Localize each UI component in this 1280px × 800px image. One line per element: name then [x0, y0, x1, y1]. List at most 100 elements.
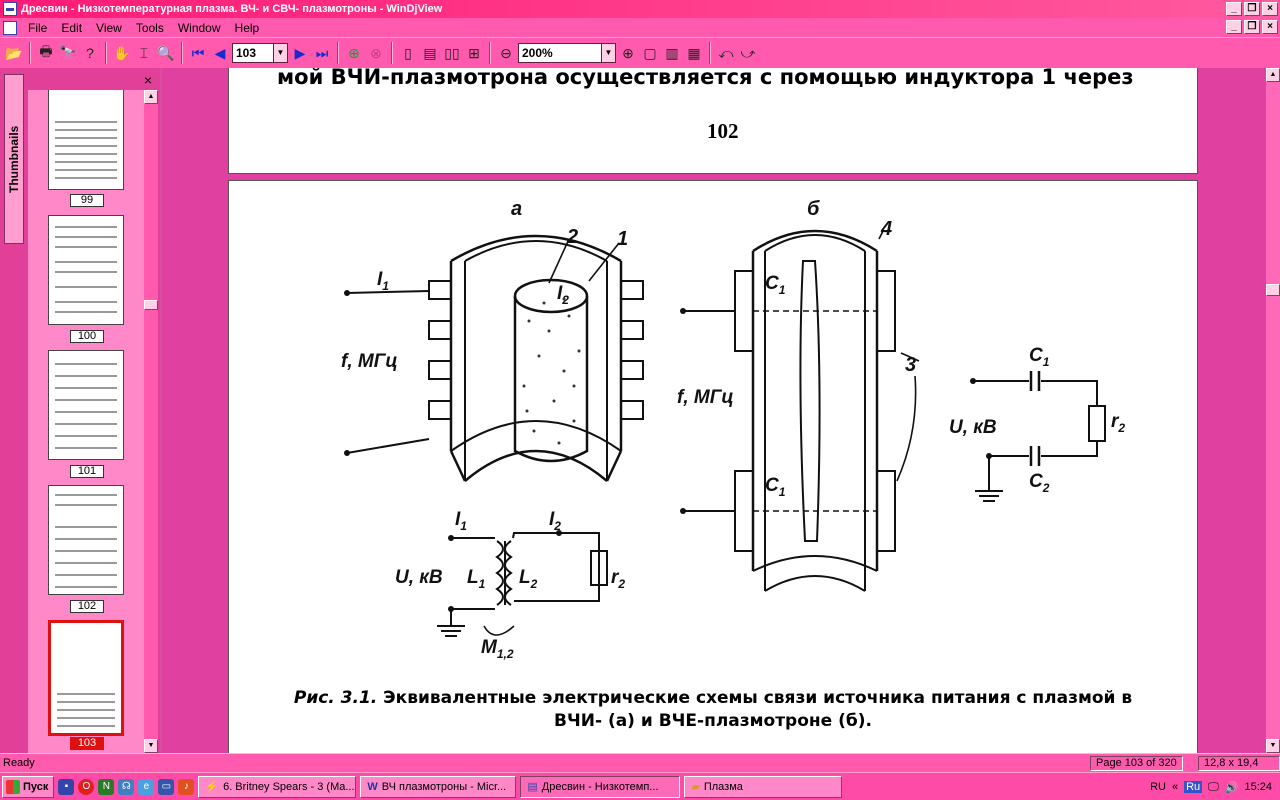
thumbnail-page-selected[interactable]: [48, 620, 124, 736]
keyboard-layout[interactable]: Ru: [1184, 781, 1203, 793]
volume-icon[interactable]: 🔊: [1224, 781, 1239, 794]
page-number-combo[interactable]: 103 ▼: [232, 43, 288, 63]
zoom-combo[interactable]: 200% ▼: [518, 43, 616, 63]
thumbnail-page[interactable]: [48, 215, 124, 325]
rotate-left-icon[interactable]: ⤺: [718, 44, 734, 61]
back-icon[interactable]: ⊕: [348, 44, 360, 61]
player-icon[interactable]: ♪: [178, 778, 195, 795]
save-icon[interactable]: ▪: [58, 778, 75, 795]
figure-3-1: а б 1 2 3 4 I1 I2 f, МГц f, МГц C1 C1 C1…: [341, 198, 1125, 661]
next-page-icon[interactable]: ▶: [294, 44, 306, 61]
document-view[interactable]: мой ВЧИ-плазмотрона осуществляется с пом…: [162, 68, 1266, 753]
task-winamp[interactable]: ⚡ 6. Britney Spears - 3 (Ma...: [198, 775, 357, 798]
expand-tray-icon[interactable]: «: [1171, 781, 1179, 793]
task-windjview[interactable]: ▤ Дресвин - Низкотемп...: [520, 775, 681, 798]
hand-tool-icon[interactable]: ✋: [113, 44, 131, 61]
thumbnail-label-selected[interactable]: 103: [70, 737, 104, 750]
prev-page-icon[interactable]: ◀: [214, 44, 226, 61]
media-icon[interactable]: N: [98, 778, 115, 795]
thumbnails-list[interactable]: 99 100 101 102 103: [28, 90, 144, 753]
zoom-out-icon[interactable]: ⊖: [500, 44, 512, 61]
thumbnail-page[interactable]: [48, 350, 124, 460]
thumbnail-page[interactable]: [48, 485, 124, 595]
figure-number-2: 2: [566, 226, 578, 248]
menu-edit[interactable]: Edit: [61, 20, 83, 35]
thumbnail-label[interactable]: 102: [70, 600, 104, 613]
find-icon[interactable]: 🔭: [59, 44, 77, 61]
forward-icon[interactable]: ⊗: [370, 44, 382, 61]
tray-app-icon[interactable]: 🖵: [1208, 780, 1219, 793]
task-word[interactable]: W ВЧ плазмотроны - Micr...: [360, 775, 517, 798]
page-103: а б 1 2 3 4 I1 I2 f, МГц f, МГц C1 C1 C1…: [228, 180, 1198, 753]
first-page-icon[interactable]: ⏮: [191, 44, 205, 61]
fit-width-icon[interactable]: ▥: [665, 44, 679, 61]
task-folder[interactable]: ▰ Плазма: [684, 775, 843, 798]
scroll-down-icon[interactable]: ▼: [144, 739, 158, 753]
svg-text:C1: C1: [765, 475, 786, 499]
scroll-down-icon[interactable]: ▼: [1266, 739, 1280, 753]
task-label: Дресвин - Низкотемп...: [541, 780, 659, 793]
facing-pages-icon[interactable]: ▯▯: [444, 44, 460, 61]
continuous-icon[interactable]: ▤: [423, 44, 437, 61]
explorer-icon[interactable]: e: [138, 778, 155, 795]
chevron-down-icon[interactable]: ▼: [601, 44, 615, 62]
figure-number-4: 4: [880, 218, 892, 240]
document-scrollbar[interactable]: ▲ ▼: [1266, 68, 1280, 753]
menu-file[interactable]: File: [28, 20, 48, 35]
rotate-right-icon[interactable]: ⤻: [740, 44, 756, 61]
help-icon[interactable]: ?: [86, 45, 94, 61]
document-icon[interactable]: [3, 20, 17, 35]
desktop-icon[interactable]: ▭: [158, 778, 175, 795]
window-title: Дресвин - Низкотемпературная плазма. ВЧ-…: [21, 3, 443, 15]
scroll-up-icon[interactable]: ▲: [1266, 68, 1280, 82]
thumbnail-label[interactable]: 101: [70, 465, 104, 478]
menu-tools[interactable]: Tools: [135, 20, 164, 35]
thumbnails-scrollbar[interactable]: ▲ ▼: [144, 90, 158, 753]
scroll-thumb[interactable]: [1266, 284, 1280, 296]
menu-view[interactable]: View: [96, 20, 122, 35]
opera-icon[interactable]: O: [78, 778, 95, 795]
last-page-icon[interactable]: ⏭: [315, 44, 329, 61]
single-page-icon[interactable]: ▯: [404, 44, 412, 61]
thumbnail-label[interactable]: 99: [70, 194, 104, 207]
language-indicator[interactable]: RU: [1150, 781, 1166, 793]
svg-text:r2: r2: [1111, 411, 1125, 435]
fit-page-icon[interactable]: ▢: [643, 44, 657, 61]
start-button[interactable]: Пуск: [2, 775, 55, 798]
chevron-down-icon[interactable]: ▼: [273, 44, 287, 62]
scroll-thumb[interactable]: [144, 300, 158, 310]
figure-label-a: а: [511, 198, 522, 220]
toolbar-separator: [29, 42, 31, 64]
label-frequency-a: f, МГц: [341, 351, 398, 372]
label-c1-circuit-sub: 1: [1043, 355, 1050, 369]
zoom-tool-icon[interactable]: 🔍: [157, 44, 175, 61]
windjview-icon: ▤: [527, 781, 538, 793]
figure-number-3: 3: [905, 354, 916, 376]
menu-window[interactable]: Window: [177, 20, 221, 35]
network-icon[interactable]: ☊: [118, 778, 135, 795]
thumbnails-tab[interactable]: Thumbnails: [4, 74, 24, 244]
toolbar: 📂 🖶 🔭 ? ✋ ⌶ 🔍 ⏮ ◀ 103 ▼ ▶ ⏭ ⊕ ⊗ ▯ ▤ ▯▯ ⊞…: [0, 37, 1280, 68]
menu-help[interactable]: Help: [234, 20, 260, 35]
doc-restore-button[interactable]: ❐: [1244, 20, 1260, 34]
close-icon[interactable]: ×: [143, 72, 152, 88]
print-icon[interactable]: 🖶: [39, 43, 53, 59]
close-button[interactable]: ×: [1262, 2, 1278, 16]
folder-icon: ▰: [691, 781, 700, 793]
toolbar-separator: [489, 42, 491, 64]
actual-size-icon[interactable]: ▦: [687, 44, 701, 61]
maximize-button[interactable]: ❐: [1244, 2, 1260, 16]
taskbar: Пуск ▪ O N ☊ e ▭ ♪ ⚡ 6. Britney Spears -…: [0, 772, 1280, 800]
open-icon[interactable]: 📂: [5, 44, 23, 61]
thumbnail-page[interactable]: [48, 90, 124, 190]
continuous-facing-icon[interactable]: ⊞: [468, 44, 480, 61]
zoom-in-icon[interactable]: ⊕: [622, 44, 634, 61]
thumbnails-pane: Thumbnails × 99 100 101 102 103 ▲ ▼: [0, 68, 160, 753]
doc-minimize-button[interactable]: _: [1226, 20, 1242, 34]
minimize-button[interactable]: _: [1226, 2, 1242, 16]
label-c1-lower: C: [765, 475, 779, 496]
scroll-up-icon[interactable]: ▲: [144, 90, 158, 104]
thumbnail-label[interactable]: 100: [70, 330, 104, 343]
select-tool-icon[interactable]: ⌶: [139, 44, 149, 61]
doc-close-button[interactable]: ×: [1262, 20, 1278, 34]
